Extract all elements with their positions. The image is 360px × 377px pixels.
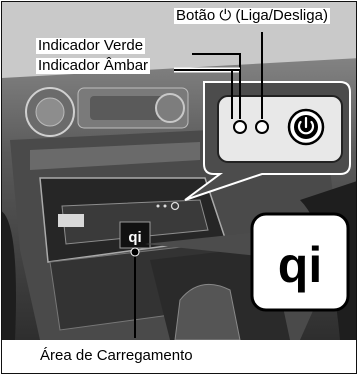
button-zoom-callout: [184, 81, 351, 201]
qi-logo-icon: qi: [278, 237, 322, 293]
power-button-label: Botão ⏻ (Liga/Desliga): [174, 7, 330, 24]
qi-zoom-callout: qi: [145, 212, 350, 312]
svg-text:qi: qi: [278, 237, 322, 293]
climate-knob-left: [25, 87, 75, 137]
diagram-frame: [1, 1, 357, 374]
power-icon: [287, 108, 325, 146]
leader-line-fix: [184, 69, 241, 119]
green-indicator-label: Indicador Verde: [36, 37, 146, 54]
amber-indicator-led: [255, 120, 269, 134]
charging-area-label: Área de Carregamento: [38, 347, 195, 364]
svg-text:qi: qi: [128, 229, 141, 246]
green-indicator-led: [233, 120, 247, 134]
charging-area-marker: [130, 247, 140, 257]
amber-indicator-label: Indicador Âmbar: [36, 57, 151, 74]
